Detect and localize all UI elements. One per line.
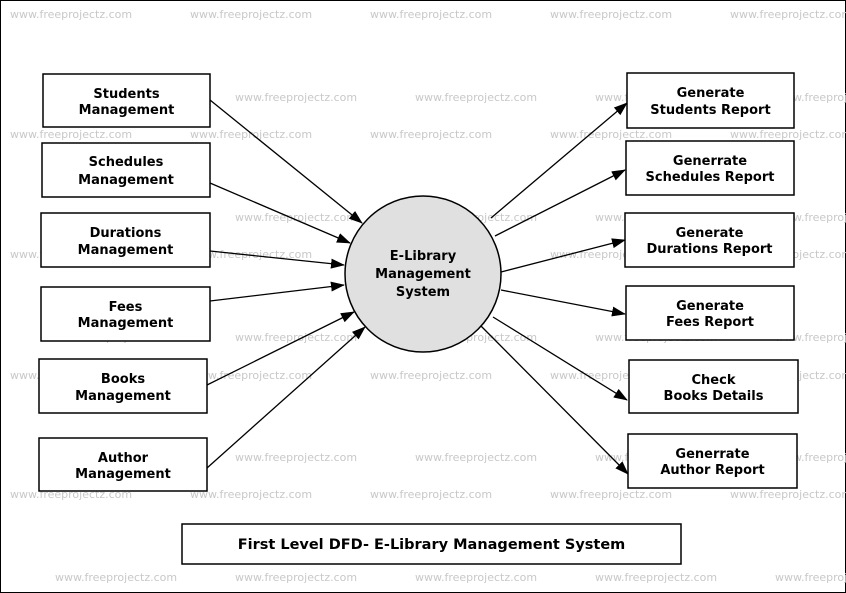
- watermark-text: www.freeprojectz.com: [370, 488, 492, 501]
- arrow-system-to-durations-report: [500, 238, 626, 273]
- entity-generate-fees-report: Generate Fees Report: [625, 285, 795, 341]
- entity-label-line: Author: [98, 451, 149, 466]
- arrows-layer: [206, 99, 629, 475]
- arrow-schedules-to-system: [209, 182, 351, 244]
- watermark-text: www.freeprojectz.com: [415, 451, 537, 464]
- caption-text: First Level DFD- E-Library Management Sy…: [238, 537, 626, 553]
- process-label-line: Management: [375, 267, 471, 282]
- arrow-system-to-author-report: [480, 325, 629, 475]
- arrow-system-to-books-details: [492, 316, 628, 401]
- process-label-line: E-Library: [390, 249, 457, 264]
- arrow-system-to-schedules-report: [494, 169, 626, 237]
- arrow-durations-to-system: [209, 250, 345, 269]
- entity-generrate-schedules-report: Generrate Schedules Report: [625, 140, 795, 196]
- entity-label-line: Author Report: [660, 463, 764, 478]
- entity-label-line: Management: [78, 316, 174, 331]
- entity-label-line: Schedules: [89, 155, 164, 170]
- arrow-system-to-students-report: [490, 102, 628, 219]
- watermark-text: www.freeprojectz.com: [775, 571, 846, 584]
- entity-label-line: Management: [78, 243, 174, 258]
- entity-fees-management: Fees Management: [40, 286, 211, 342]
- entity-label-line: Generate: [677, 86, 745, 101]
- watermark-text: www.freeprojectz.com: [10, 8, 132, 21]
- watermark-text: www.freeprojectz.com: [235, 211, 357, 224]
- watermark-text: www.freeprojectz.com: [235, 91, 357, 104]
- process-e-library-management-system: E-Library Management System: [344, 195, 502, 353]
- entity-label-line: Books: [101, 372, 145, 387]
- watermark-text: www.freeprojectz.com: [415, 571, 537, 584]
- entity-label-line: Check: [692, 373, 736, 388]
- entity-label-line: Generate: [676, 299, 744, 314]
- watermark-text: www.freeprojectz.com: [190, 8, 312, 21]
- entity-label-line: Schedules Report: [646, 170, 775, 185]
- entity-generate-durations-report: Generate Durations Report: [624, 212, 795, 268]
- entity-label-line: Management: [79, 103, 175, 118]
- watermark-text: www.freeprojectz.com: [730, 128, 846, 141]
- watermark-text: www.freeprojectz.com: [550, 488, 672, 501]
- watermark-text: www.freeprojectz.com: [235, 451, 357, 464]
- watermark-text: www.freeprojectz.com: [190, 128, 312, 141]
- entity-label-line: Generate: [676, 226, 744, 241]
- entity-label-line: Management: [75, 389, 171, 404]
- entity-generrate-author-report: Generrate Author Report: [627, 433, 798, 489]
- entity-schedules-management: Schedules Management: [41, 142, 211, 198]
- entity-label-line: Durations: [90, 226, 162, 241]
- entity-label-line: Fees Report: [666, 315, 754, 330]
- entity-label-line: Management: [75, 467, 171, 482]
- watermark-text: www.freeprojectz.com: [190, 488, 312, 501]
- watermark-text: www.freeprojectz.com: [415, 91, 537, 104]
- entity-label-line: Students Report: [650, 103, 770, 118]
- watermark-text: www.freeprojectz.com: [235, 571, 357, 584]
- arrow-fees-to-system: [209, 281, 345, 302]
- entity-durations-management: Durations Management: [40, 212, 211, 268]
- watermark-text: www.freeprojectz.com: [190, 248, 312, 261]
- arrow-students-to-system: [209, 99, 363, 224]
- entity-label-line: Management: [78, 173, 174, 188]
- arrow-books-to-system: [206, 311, 355, 386]
- watermark-text: www.freeprojectz.com: [730, 8, 846, 21]
- diagram-caption: First Level DFD- E-Library Management Sy…: [181, 523, 682, 565]
- watermark-text: www.freeprojectz.com: [190, 369, 312, 382]
- entity-check-books-details: Check Books Details: [628, 359, 799, 414]
- watermark-text: www.freeprojectz.com: [550, 128, 672, 141]
- watermark-text: www.freeprojectz.com: [370, 8, 492, 21]
- watermark-text: www.freeprojectz.com: [595, 571, 717, 584]
- entity-author-management: Author Management: [38, 437, 208, 492]
- watermark-text: www.freeprojectz.com: [550, 8, 672, 21]
- watermark-text: www.freeprojectz.com: [235, 331, 357, 344]
- entity-generate-students-report: Generate Students Report: [626, 72, 795, 129]
- entity-label-line: Generrate: [673, 154, 747, 169]
- arrow-system-to-fees-report: [500, 289, 626, 317]
- watermark-text: www.freeprojectz.com: [370, 369, 492, 382]
- entity-label-line: Fees: [109, 300, 143, 315]
- watermark-text: www.freeprojectz.com: [370, 128, 492, 141]
- entity-label-line: Students: [93, 87, 159, 102]
- entity-label-line: Durations Report: [646, 242, 772, 257]
- entity-label-line: Generrate: [675, 447, 749, 462]
- watermark-text: www.freeprojectz.com: [730, 488, 846, 501]
- entity-label-line: Books Details: [664, 389, 764, 404]
- arrow-author-to-system: [206, 326, 366, 469]
- watermark-text: www.freeprojectz.com: [55, 571, 177, 584]
- watermark-text: www.freeprojectz.com: [10, 128, 132, 141]
- entity-students-management: Students Management: [42, 73, 211, 128]
- process-label-line: System: [396, 285, 450, 300]
- entity-books-management: Books Management: [38, 358, 208, 414]
